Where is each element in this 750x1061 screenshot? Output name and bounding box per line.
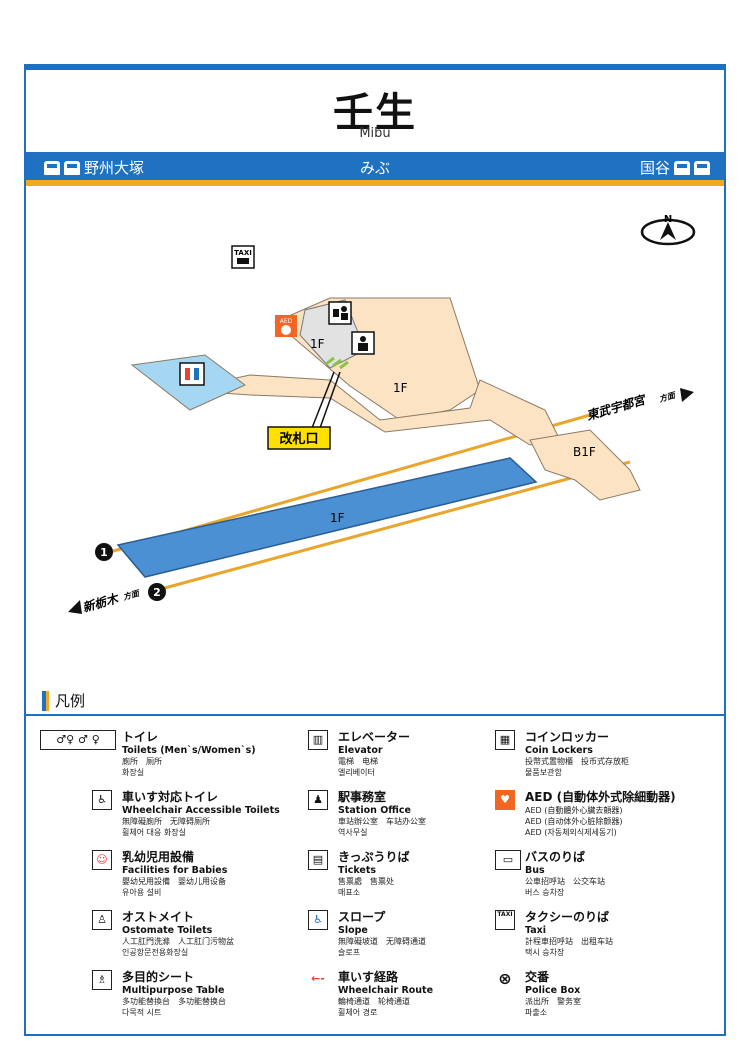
coin-locker-icon: ▦ xyxy=(495,730,515,750)
tickets-icon: ▤ xyxy=(308,850,328,870)
station-name-kana: みぶ xyxy=(359,159,390,177)
station-office-icon[interactable] xyxy=(351,331,375,355)
next-station-label: 国谷 xyxy=(639,159,670,177)
elevator-icon: ▥ xyxy=(308,730,328,750)
underpass-b1f xyxy=(529,429,641,501)
svg-text:1: 1 xyxy=(100,546,108,559)
floor-label-1f-a: 1F xyxy=(310,337,325,351)
taxi-icon: TAXI xyxy=(495,910,515,930)
ticket-gate-icon xyxy=(325,356,349,370)
toilet-icon[interactable] xyxy=(179,362,205,386)
train-icon xyxy=(674,160,690,175)
station-name-ja: 壬生 xyxy=(333,90,417,136)
svg-text:方面: 方面 xyxy=(658,390,678,404)
train-icon xyxy=(44,160,60,175)
tickets-icon[interactable] xyxy=(328,301,352,325)
svg-text:2: 2 xyxy=(153,586,161,599)
walkway-1f xyxy=(179,374,561,446)
ticket-gate-label: 改札口 xyxy=(279,431,318,447)
gate-callout-line xyxy=(311,371,335,429)
svg-text:TAXI: TAXI xyxy=(234,249,252,257)
police-box-icon: ⊗ xyxy=(495,970,515,990)
taxi-icon[interactable]: TAXI xyxy=(231,245,255,269)
svg-text:N: N xyxy=(664,214,672,225)
multipurpose-table-icon: ♗ xyxy=(92,970,112,990)
wheelchair-toilet-icon: ♿ xyxy=(92,790,112,810)
track-line-2 xyxy=(149,460,631,594)
station-map: N 1F 1F 1F B1F 改札口 TAXI AED xyxy=(68,214,696,615)
station-name-en: Mibu xyxy=(359,126,391,141)
platform-floor-label: 1F xyxy=(330,511,345,525)
prev-station-label: 野州大塚 xyxy=(84,159,145,177)
line-bar: 野州大塚 みぶ 国谷 xyxy=(26,152,724,180)
aed-icon[interactable]: AED xyxy=(275,315,297,337)
direction-east: 東武宇都宮 方面 xyxy=(585,388,694,423)
bus-icon: ▭ xyxy=(495,850,521,870)
slope-icon: ♿ xyxy=(308,910,328,930)
floor-label-b1f: B1F xyxy=(573,445,596,459)
line-bar-accent xyxy=(26,180,724,186)
floor-label-1f-b: 1F xyxy=(393,381,408,395)
track-number-1: 1 xyxy=(95,543,113,561)
legend-divider xyxy=(26,714,724,716)
baby-facilities-icon: ☺ xyxy=(92,850,112,870)
svg-text:東武宇都宮: 東武宇都宮 xyxy=(585,392,648,423)
wheelchair-route-icon: ←- xyxy=(308,970,328,990)
station-office-icon: ♟ xyxy=(308,790,328,810)
map-frame xyxy=(24,64,726,1036)
train-icon xyxy=(64,160,80,175)
svg-text:AED: AED xyxy=(280,318,293,325)
svg-text:方面: 方面 xyxy=(122,588,142,602)
aed-icon: ♥ xyxy=(495,790,515,810)
legend-heading: 凡例 xyxy=(42,690,85,711)
toilet-icon: ♂♀ ♂ ♀ xyxy=(40,730,116,750)
next-station[interactable]: 国谷 xyxy=(640,157,710,178)
legend-heading-mark xyxy=(42,690,49,711)
ostomate-icon: ♙ xyxy=(92,910,112,930)
direction-west: 新栃木 方面 xyxy=(68,588,142,615)
track-number-2: 2 xyxy=(148,583,166,601)
platform-1f xyxy=(116,457,538,578)
compass-icon: N xyxy=(640,214,696,246)
svg-text:新栃木: 新栃木 xyxy=(81,591,121,615)
train-icon xyxy=(694,160,710,175)
ticket-gate-label-box xyxy=(267,426,331,450)
gate-callout-line xyxy=(319,371,341,429)
legend-heading-label: 凡例 xyxy=(55,692,86,710)
prev-station[interactable]: 野州大塚 xyxy=(44,157,144,178)
